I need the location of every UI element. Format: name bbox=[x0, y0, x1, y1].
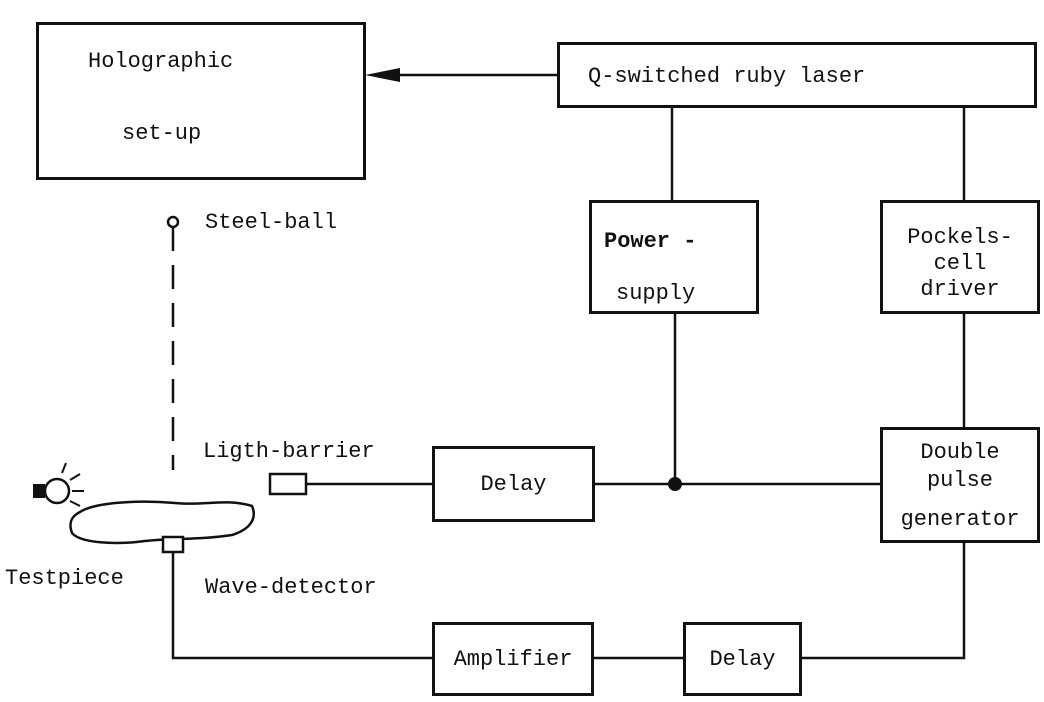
pulse-label-line2: pulse bbox=[926, 468, 993, 493]
light-barrier-label: Ligth-barrier bbox=[203, 439, 375, 464]
pulse-to-delay-line bbox=[802, 543, 966, 660]
ruby-laser-label: Q-switched ruby laser bbox=[588, 64, 866, 89]
pulse-label-line3: generator bbox=[900, 507, 1020, 532]
delay-top-block: Delay bbox=[432, 446, 595, 522]
double-pulse-generator-block: Double pulse generator bbox=[880, 427, 1040, 543]
testpiece-label: Testpiece bbox=[5, 566, 124, 591]
amplifier-block: Amplifier bbox=[432, 622, 594, 696]
wave-detector-icon bbox=[161, 535, 185, 554]
junction-dot bbox=[668, 477, 682, 491]
amplifier-label: Amplifier bbox=[453, 647, 573, 672]
arrow-head-icon bbox=[365, 68, 400, 82]
steel-ball-label: Steel-ball bbox=[205, 210, 338, 235]
wave-detector-label: Wave-detector bbox=[205, 575, 377, 600]
amp-to-detector-line bbox=[171, 551, 432, 660]
lamp-icon bbox=[33, 462, 84, 507]
power-label-line1: Power - bbox=[604, 229, 697, 254]
power-label-line2: supply bbox=[616, 281, 696, 306]
delay-bottom-label: Delay bbox=[709, 647, 776, 672]
delay-bottom-block: Delay bbox=[683, 622, 802, 696]
pockels-label-line1: Pockels- bbox=[907, 225, 1013, 250]
pockels-label-line2: cell bbox=[933, 251, 987, 276]
holographic-label-line1: Holographic bbox=[88, 49, 234, 74]
ruby-laser-block: Q-switched ruby laser bbox=[557, 42, 1037, 108]
pockels-label-line3: driver bbox=[920, 277, 1000, 302]
steel-ball-icon bbox=[166, 215, 180, 229]
testpiece-shape bbox=[69, 500, 255, 545]
delay-top-label: Delay bbox=[480, 472, 547, 497]
pockels-driver-block: Pockels- cell driver bbox=[880, 200, 1040, 314]
pulse-label-line1: Double bbox=[920, 440, 1000, 465]
holographic-setup-block: Holographic set-up bbox=[36, 22, 366, 180]
light-barrier-icon bbox=[268, 472, 308, 496]
holographic-label-line2: set-up bbox=[122, 121, 202, 146]
power-supply-block: Power - supply bbox=[589, 200, 759, 314]
